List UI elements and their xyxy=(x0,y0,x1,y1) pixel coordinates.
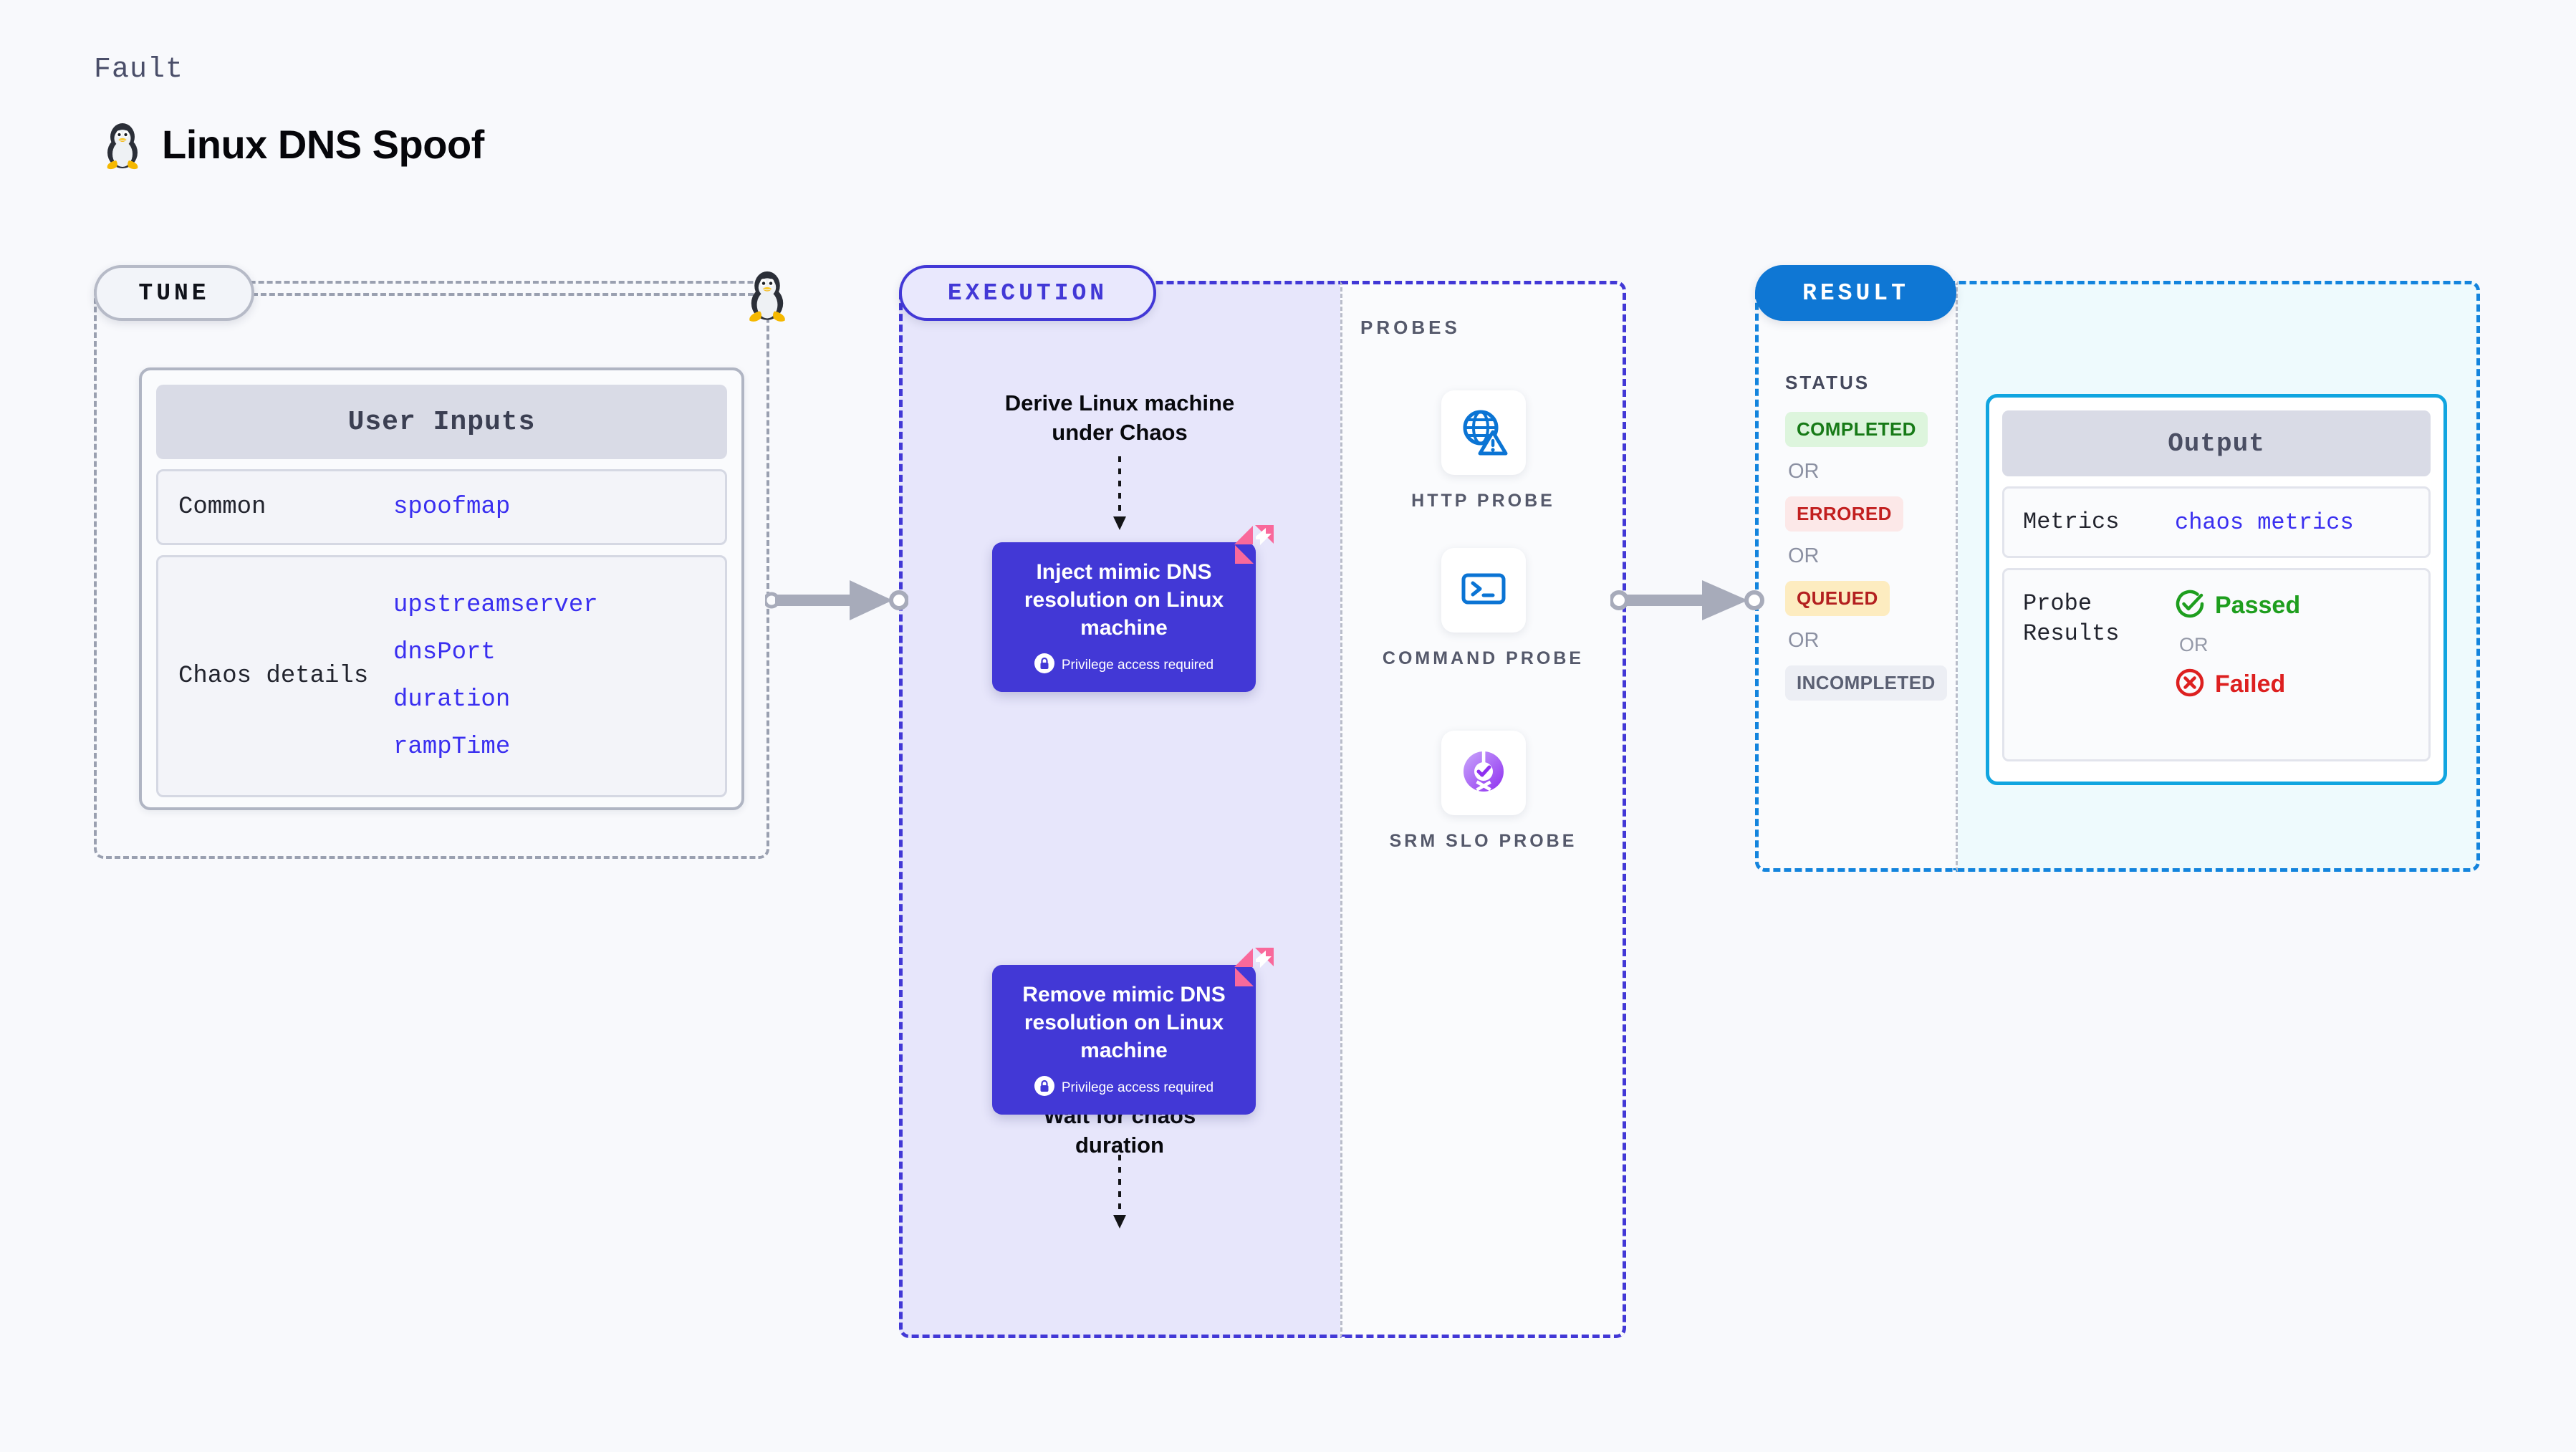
tux-penguin-icon xyxy=(739,265,795,322)
row-value: upstreamserver xyxy=(393,592,598,619)
execution-step-title: Inject mimic DNS resolution on Linux mac… xyxy=(1024,560,1224,640)
probe-result-failed: Failed xyxy=(2175,668,2300,701)
output-header: Output xyxy=(2002,410,2431,476)
row-value: duration xyxy=(393,686,511,713)
probe-tile xyxy=(1441,548,1526,633)
probe-item-srm-slo[interactable]: SRM SLO PROBE xyxy=(1340,731,1626,854)
probe-label: COMMAND PROBE xyxy=(1382,648,1585,668)
table-row: Common spoofmap xyxy=(156,469,727,545)
stage-pill-result[interactable]: RESULT xyxy=(1755,265,1956,321)
probe-result-label: Passed xyxy=(2215,592,2301,619)
output-card: Output Metrics chaos metrics Probe Resul… xyxy=(1986,394,2447,785)
row-key: Probe Results xyxy=(2023,590,2120,647)
status-or-label: OR xyxy=(1788,629,1820,652)
stage-pill-execution-label: EXECUTION xyxy=(947,279,1108,307)
probe-results-values: Passed OR Failed xyxy=(2175,589,2300,701)
probe-result-passed: Passed xyxy=(2175,589,2300,622)
probe-result-label: Failed xyxy=(2215,670,2286,698)
privilege-note: Privilege access required xyxy=(1009,1076,1239,1100)
flow-arrow-down-icon xyxy=(1098,1155,1141,1237)
probe-result-or-label: OR xyxy=(2179,634,2209,655)
status-badge: COMPLETED xyxy=(1785,412,1928,447)
status-title: STATUS xyxy=(1785,372,1870,393)
probe-label: SRM SLO PROBE xyxy=(1389,831,1577,851)
probe-label: HTTP PROBE xyxy=(1411,491,1555,511)
page-title: Linux DNS Spoof xyxy=(162,121,484,167)
execution-step-card-remove[interactable]: Remove mimic DNS resolution on Linux mac… xyxy=(992,948,1274,1115)
row-key: Chaos details xyxy=(178,662,369,690)
privilege-note: Privilege access required xyxy=(1009,653,1239,678)
flow-arrow-down-icon xyxy=(1098,456,1141,539)
stage-pill-result-label: RESULT xyxy=(1802,279,1909,307)
lock-icon xyxy=(1034,653,1054,678)
status-or-label: OR xyxy=(1788,544,1820,567)
status-badge: QUEUED xyxy=(1785,581,1890,616)
table-row: Probe Results Passed OR xyxy=(2002,568,2431,761)
probe-tile xyxy=(1441,390,1526,475)
status-badge: INCOMPLETED xyxy=(1785,665,1947,701)
check-circle-icon xyxy=(2175,589,2205,622)
row-value: dnsPort xyxy=(393,639,496,666)
status-badge-list: COMPLETED OR ERRORED OR QUEUED OR INCOMP… xyxy=(1785,412,1957,701)
user-inputs-header: User Inputs xyxy=(156,385,727,459)
table-row: Metrics chaos metrics xyxy=(2002,486,2431,558)
row-values: spoofmap xyxy=(393,494,510,521)
lock-icon xyxy=(1034,1076,1054,1100)
chaos-fault-icon xyxy=(1230,943,1277,991)
table-row: Chaos details upstreamserver dnsPort dur… xyxy=(156,555,727,797)
row-value: chaos metrics xyxy=(2175,509,2354,536)
connector-arrow-execution-to-result xyxy=(1609,573,1772,631)
tune-top-dashed-line xyxy=(252,293,754,296)
status-or-label: OR xyxy=(1788,460,1820,483)
page-eyebrow-label: Fault xyxy=(94,54,184,86)
probe-item-http[interactable]: HTTP PROBE xyxy=(1340,390,1626,514)
privilege-note-text: Privilege access required xyxy=(1061,1080,1214,1095)
tune-panel xyxy=(94,281,769,859)
stage-pill-execution[interactable]: EXECUTION xyxy=(899,265,1156,321)
execution-step-card-inject[interactable]: Inject mimic DNS resolution on Linux mac… xyxy=(992,525,1274,692)
chaos-fault-icon xyxy=(1230,521,1277,568)
tux-penguin-icon xyxy=(100,118,145,170)
row-key: Metrics xyxy=(2023,509,2120,536)
row-key: Common xyxy=(178,493,266,521)
connector-arrow-tune-to-execution xyxy=(763,573,909,631)
privilege-note-text: Privilege access required xyxy=(1061,658,1214,673)
probe-item-command[interactable]: COMMAND PROBE xyxy=(1340,548,1626,671)
stage-pill-tune-label: TUNE xyxy=(138,279,210,307)
terminal-icon xyxy=(1457,562,1510,619)
probe-tile xyxy=(1441,731,1526,815)
user-inputs-card: User Inputs Common spoofmap Chaos detail… xyxy=(139,367,744,810)
execution-step-title: Remove mimic DNS resolution on Linux mac… xyxy=(1022,983,1226,1062)
probes-title: PROBES xyxy=(1360,317,1461,338)
row-value: rampTime xyxy=(393,734,511,761)
slo-donut-check-icon xyxy=(1457,745,1510,802)
status-badge: ERRORED xyxy=(1785,496,1903,532)
result-status-panel xyxy=(1755,281,1958,872)
page-title-row: Linux DNS Spoof xyxy=(100,118,484,170)
globe-warning-icon xyxy=(1457,405,1510,461)
row-values: upstreamserver dnsPort duration rampTime xyxy=(393,592,598,761)
x-circle-icon xyxy=(2175,668,2205,701)
row-value: spoofmap xyxy=(393,494,511,521)
stage-pill-tune[interactable]: TUNE xyxy=(94,265,254,321)
